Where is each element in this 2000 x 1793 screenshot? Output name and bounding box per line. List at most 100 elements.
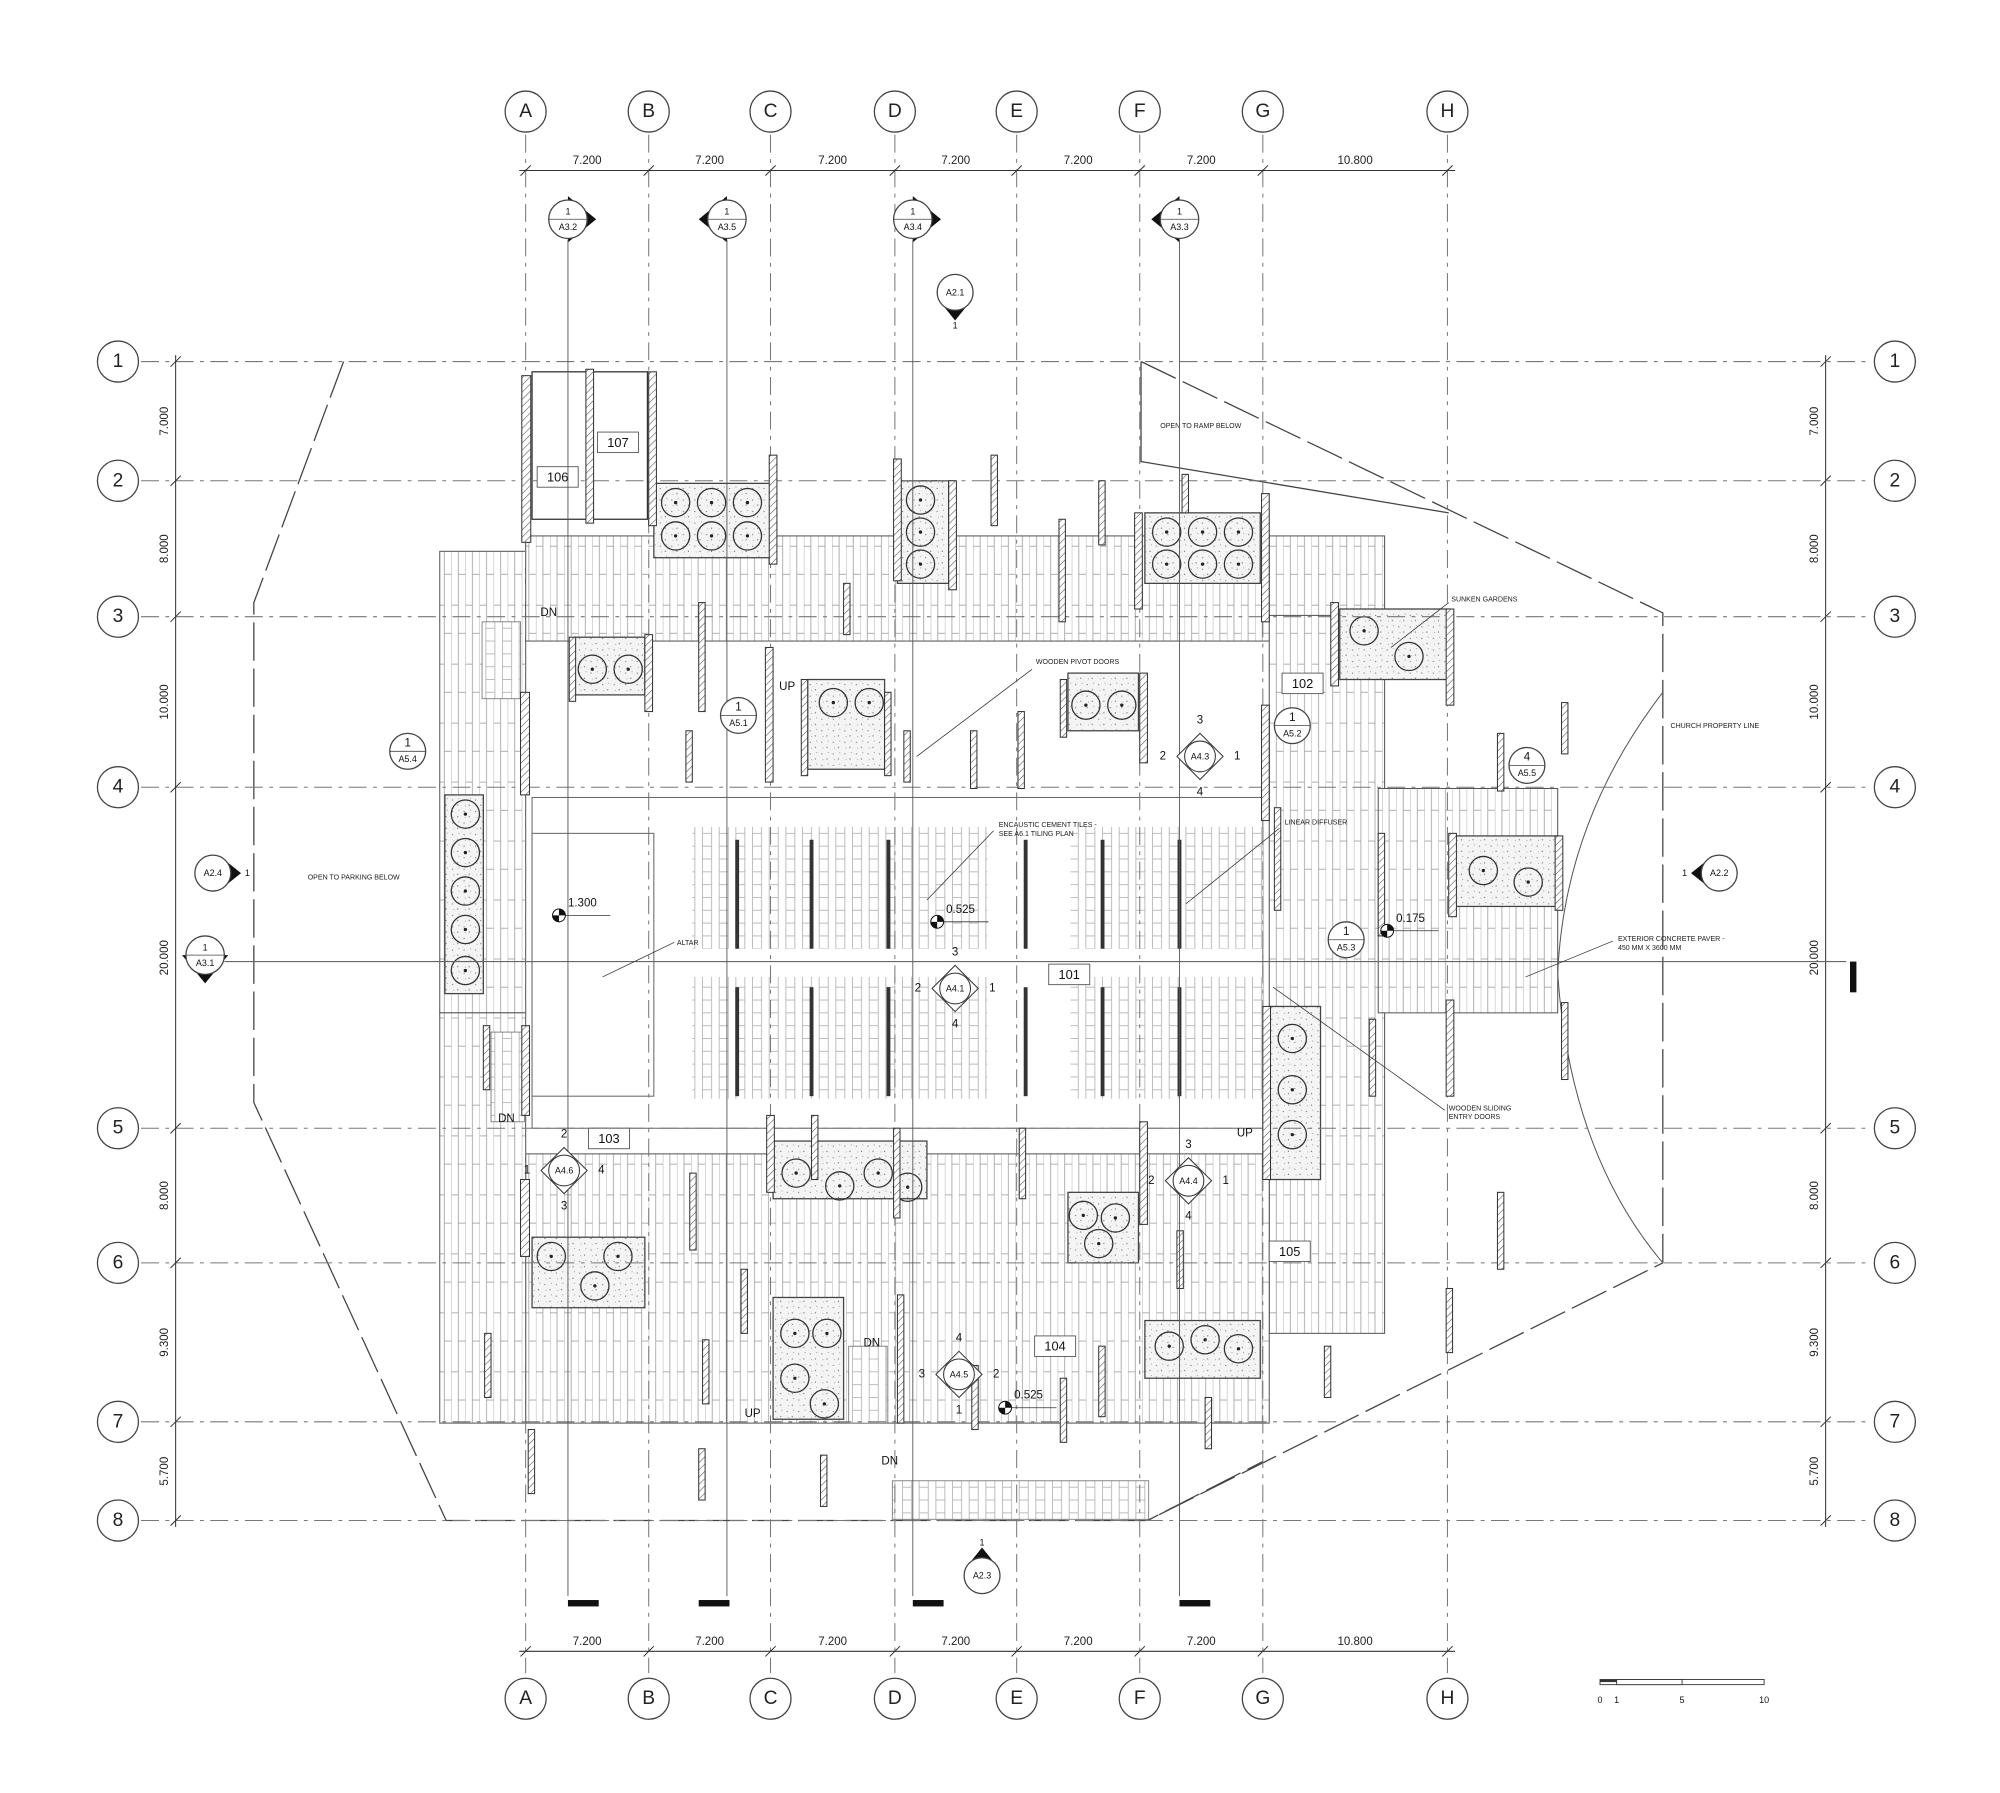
wall-column (1139, 1121, 1148, 1225)
elevation-arrow-icon (971, 1547, 993, 1561)
grid-bubble-H: H (1426, 1677, 1469, 1720)
grid-bubble-E: E (995, 1677, 1038, 1720)
section-number: 1 (724, 207, 729, 217)
tree-icon (536, 1241, 567, 1272)
interior-elevation-sheet: A4.5 (950, 1369, 968, 1379)
grid-bubble-F: F (1118, 1677, 1161, 1720)
tree-icon (1468, 855, 1499, 886)
elevation-marker-A2.1: A2.11 (936, 273, 974, 331)
wall-column (843, 582, 851, 636)
stair-label-down: DN (863, 1338, 880, 1350)
note-pivot: WOODEN PIVOT DOORS (1036, 659, 1120, 666)
tree-center (593, 1284, 597, 1288)
note-sliding-2: ENTRY DOORS (1449, 1114, 1501, 1121)
section-number: 1 (565, 207, 570, 217)
column-dimension: 7.200 (1187, 155, 1216, 167)
section-marker-A3.3: 1A3.3 (1151, 196, 1200, 243)
room-tag-box (588, 1127, 630, 1150)
note-diffuser: LINEAR DIFFUSER (1285, 819, 1348, 826)
elevation-circle (1700, 854, 1738, 892)
sunken-garden (573, 636, 646, 696)
dimension-tick (170, 356, 182, 368)
dimension-tick (1257, 165, 1269, 177)
grid-bubble-5: 5 (1873, 1107, 1917, 1150)
tree-center (918, 562, 923, 566)
linear-diffuser (886, 839, 891, 949)
tree-center (1526, 880, 1530, 884)
grid-bubble-1: 1 (96, 340, 140, 383)
tree-center (463, 889, 468, 893)
tree-icon (1187, 517, 1218, 547)
grid-bubble-5: 5 (96, 1107, 140, 1150)
leader-line (926, 830, 994, 901)
wall-column (1445, 608, 1455, 706)
tree-center (673, 534, 678, 538)
tree-icon (1277, 1075, 1308, 1105)
wall-column (1496, 732, 1505, 792)
grid-bubble-3: 3 (96, 595, 140, 638)
grid-bubble-circle (1873, 1499, 1917, 1542)
note-paver-2: 450 MM X 3600 MM (1618, 945, 1682, 952)
level-icon-fill (998, 1401, 1012, 1415)
detail-callout-A5.3: 1A5.3 (1327, 921, 1365, 959)
interior-elevation-number: 1 (989, 982, 995, 994)
row-dimension: 20.000 (159, 940, 171, 975)
grid-bubble-circle (873, 90, 917, 133)
tree-icon (905, 485, 936, 515)
grid-label: G (1255, 1688, 1270, 1709)
diamond-icon (1176, 732, 1224, 781)
grid-bubble-circle (1873, 595, 1917, 638)
grid-bubble-circle (1118, 1677, 1161, 1720)
tree-center (1165, 562, 1169, 566)
dimension-tick (1820, 1416, 1832, 1428)
interior-elevation-number: 2 (1160, 750, 1166, 762)
tree-center (745, 534, 750, 538)
tree-center (1120, 703, 1124, 707)
elevation-marker-A2.2: A2.21 (1682, 854, 1738, 892)
column-dimension: 7.200 (818, 155, 847, 167)
wall-column (1018, 1127, 1027, 1200)
tree-center (673, 500, 678, 505)
dimension-tick (170, 1122, 182, 1134)
grid-bubble-circle (96, 340, 140, 383)
room-number: 107 (607, 435, 628, 450)
wall-column (1059, 1377, 1068, 1443)
wall-column (648, 371, 657, 527)
tree-icon (613, 654, 643, 684)
grid-label: C (764, 101, 778, 122)
grid-label: 6 (113, 1252, 124, 1273)
sunken-garden (807, 678, 886, 770)
pew-block (1070, 976, 1263, 1099)
wall-column (990, 454, 998, 527)
grid-label: E (1010, 101, 1023, 122)
section-number: 1 (910, 207, 915, 217)
tree-icon (863, 1158, 893, 1188)
tree-icon (1223, 1334, 1254, 1364)
grid-label: A (519, 1688, 532, 1709)
tree-center (876, 1171, 880, 1175)
tree-icon (825, 1171, 855, 1201)
tree-center (1203, 1338, 1207, 1342)
wall-column (1448, 832, 1457, 918)
sunken-garden (896, 480, 950, 584)
level-marker: 0.525 (998, 1390, 1057, 1415)
entry-arc (1557, 692, 1664, 1264)
tree-icon (450, 799, 481, 829)
wall-column (702, 1339, 710, 1405)
section-end-mark (698, 1600, 730, 1607)
detail-sheet: A5.5 (1518, 768, 1536, 778)
room-tag-box (596, 431, 639, 454)
tree-center (626, 667, 630, 671)
note-ramp: OPEN TO RAMP BELOW (1160, 423, 1241, 430)
elevation-marker-A2.3: A2.31 (963, 1537, 1001, 1595)
grid-bubble-C: C (749, 1677, 792, 1720)
grid-bubble-circle (1426, 90, 1469, 133)
dimension-tick (1134, 165, 1146, 177)
grid-bubble-1: 1 (1873, 340, 1917, 383)
entry-steps (891, 1480, 1150, 1520)
dimension-tick (520, 165, 532, 177)
wall-column (1377, 832, 1386, 937)
grid-label: 1 (1890, 351, 1901, 372)
wall-column (698, 602, 706, 713)
